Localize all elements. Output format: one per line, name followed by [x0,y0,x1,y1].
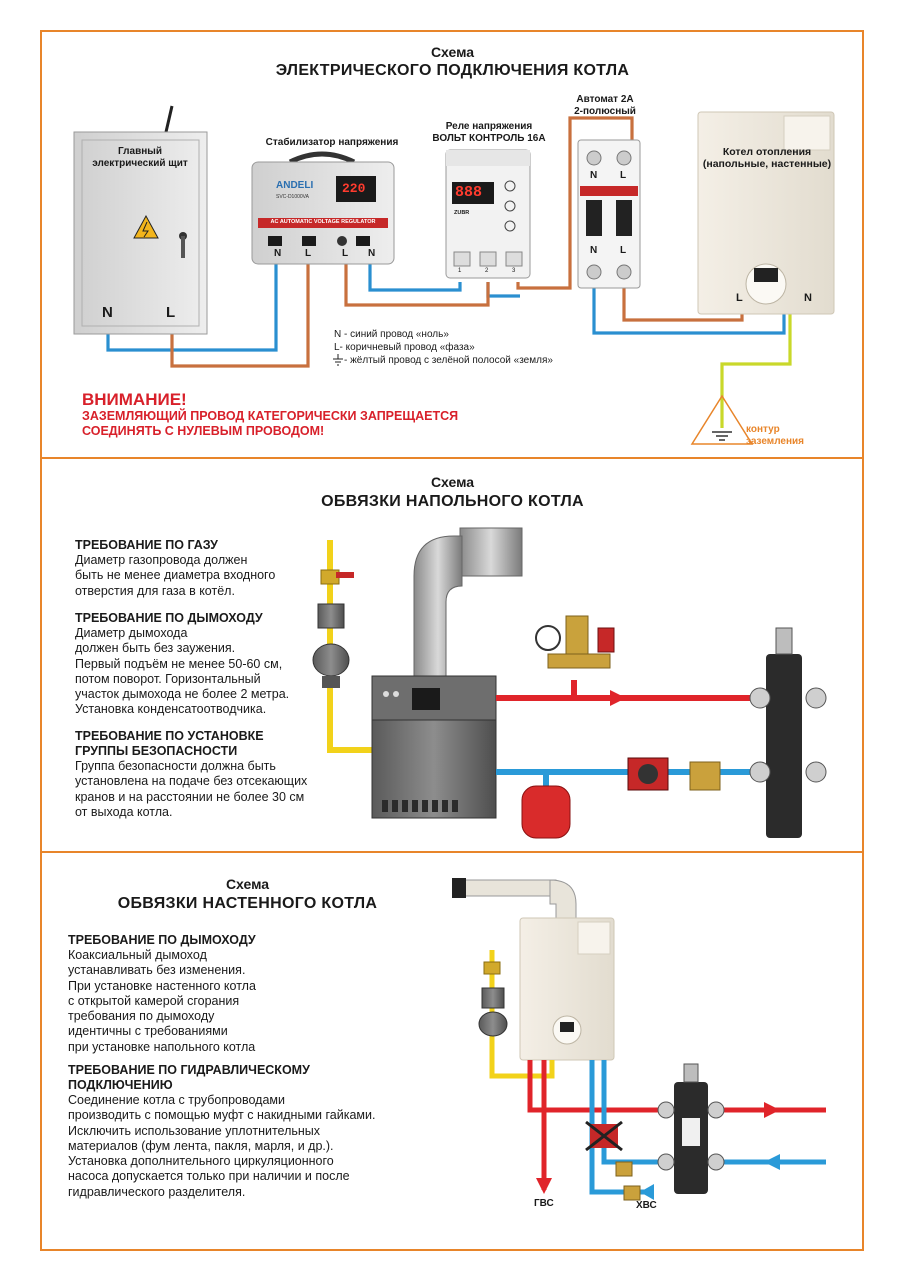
gas-regulator [478,1011,508,1037]
neutral-wire-breaker-boiler [592,284,786,335]
section2-title-small: Схема [430,474,475,490]
neutral-wire-stabilizer-relay [368,262,462,292]
hydraulic-separator [657,1063,725,1194]
section1-title: ЭЛЕКТРИЧЕСКОГО ПОДКЛЮЧЕНИЯ КОТЛА [275,62,630,79]
relay-brand: ZUBR [454,210,470,216]
relay-terminal: 3 [512,268,516,274]
boiler-label: Котел отопления (напольные, настенные) [702,146,832,170]
stabilizer-terminal: N [368,248,376,259]
warning-text: ЗАЗЕМЛЯЮЩИЙ ПРОВОД КАТЕГОРИЧЕСКИ ЗАПРЕЩА… [82,409,459,438]
prohibited-pump [585,1120,623,1152]
stabilizer-model: SVC-D1000VA [276,194,309,200]
stabilizer-strip: AC AUTOMATIC VOLTAGE REGULATOR [270,219,376,225]
phase-wires [170,116,744,368]
req-chimney-body: Диаметр дымохода должен быть без заужени… [75,626,290,717]
panel-terminal-n: N [102,304,113,321]
gas-valve [483,961,501,975]
breaker-top-n: N [590,170,598,181]
phase-wire-panel-stabilizer [170,262,310,368]
main-electrical-panel [73,105,208,335]
voltage-relay [445,149,531,279]
stabilizer-label: Стабилизатор напряжения [265,137,399,148]
neutral-wire-panel-stabilizer [106,262,278,352]
ground-wire [720,312,792,428]
breaker-bottom-n: N [590,245,598,256]
gas-filter [317,603,345,629]
req-safety-body: Группа безопасности должна быть установл… [75,759,308,819]
stabilizer-brand: ANDELI [276,180,314,191]
coaxial-chimney [452,878,577,921]
ground-symbol [690,394,754,445]
phase-wire-stabilizer-relay [344,262,490,307]
pipe-arrow [610,690,626,706]
stabilizer-display: 220 [342,181,366,196]
ground-legend-icon [333,354,343,366]
hot-water-label: ГВС [534,1198,554,1209]
wall-boiler [519,917,615,1061]
expansion-tank [521,785,571,839]
req-chimney-title: ТРЕБОВАНИЕ ПО ДЫМОХОДУ [75,611,263,625]
gas-filter [481,987,505,1009]
ground-loop-label: контур заземления [746,424,804,447]
section3-title-small: Схема [225,876,270,892]
filter-valve [623,1185,641,1201]
relay-label: Реле напряжения ВОЛЬТ КОНТРОЛЬ 16А [432,121,546,144]
hydraulic-separator [749,627,827,838]
breaker-top-l: L [620,170,627,181]
req-hydro-body: Соединение котла с трубопроводами произв… [68,1093,376,1199]
relay-terminal: 1 [458,268,462,274]
section1-title-small: Схема [430,44,475,60]
req-gas-title: ТРЕБОВАНИЕ ПО ГАЗУ [75,538,218,552]
three-way-valve [689,761,721,791]
safety-group [535,615,615,669]
relay-display: 888 [455,184,483,201]
stabilizer-terminal: N [274,248,282,259]
section3-title: ОБВЯЗКИ НАСТЕННОГО КОТЛА [117,895,378,912]
supply-pipe [496,680,770,701]
breaker-label: Автомат 2А 2-полюсный [574,94,636,117]
req-safety-title: ТРЕБОВАНИЕ ПО УСТАНОВКЕ ГРУППЫ БЕЗОПАСНО… [75,729,264,758]
wall-boiler-electrical [697,111,835,315]
gas-regulator [312,643,350,688]
panel-label: Главный электрический щит [92,146,188,169]
req-hydro-title: ТРЕБОВАНИЕ ПО ГИДРАВЛИЧЕСКОМУ ПОДКЛЮЧЕНИ… [68,1063,310,1092]
cold-water-label: ХВС [636,1200,657,1211]
pipe-arrow [536,1178,552,1194]
relay-terminal: 2 [485,268,489,274]
pipe-arrow [764,1102,780,1118]
section-divider [40,851,864,853]
pipe-arrow [764,1154,780,1170]
breaker-bottom-l: L [620,245,627,256]
warning-title: ВНИМАНИЕ! [82,390,187,409]
section-divider [40,457,864,459]
phase-wire-breaker-boiler [622,284,744,322]
voltage-stabilizer [251,151,395,265]
stabilizer-terminal: L [305,248,312,259]
chimney-pipe [413,527,523,683]
stabilizer-terminal: L [342,248,349,259]
floor-boiler [371,675,497,819]
circulation-pump [627,757,669,791]
phase-wire-relay-breaker [516,116,634,290]
req-chimney-body: Коаксиальный дымоход устанавливать без и… [68,948,256,1054]
pipe-arrow [640,1184,654,1200]
legend-neutral: N - синий провод «ноль» [334,329,449,340]
filter-valve [615,1161,633,1177]
legend-phase: L- коричневый провод «фаза» [334,342,475,353]
poster-frame [40,30,864,1251]
section2-title: ОБВЯЗКИ НАПОЛЬНОГО КОТЛА [321,493,584,510]
req-gas-body: Диаметр газопровода должен быть не менее… [75,553,276,598]
supply-pipe [527,1060,826,1190]
boiler-terminal-n: N [804,292,812,304]
panel-terminal-l: L [166,304,176,321]
boiler-terminal-l: L [736,292,743,304]
req-chimney-title: ТРЕБОВАНИЕ ПО ДЫМОХОДУ [68,933,256,947]
circuit-breaker [577,139,641,289]
gas-valve [320,569,354,585]
legend-ground: - жёлтый провод с зелёной полосой «земля… [344,355,553,366]
